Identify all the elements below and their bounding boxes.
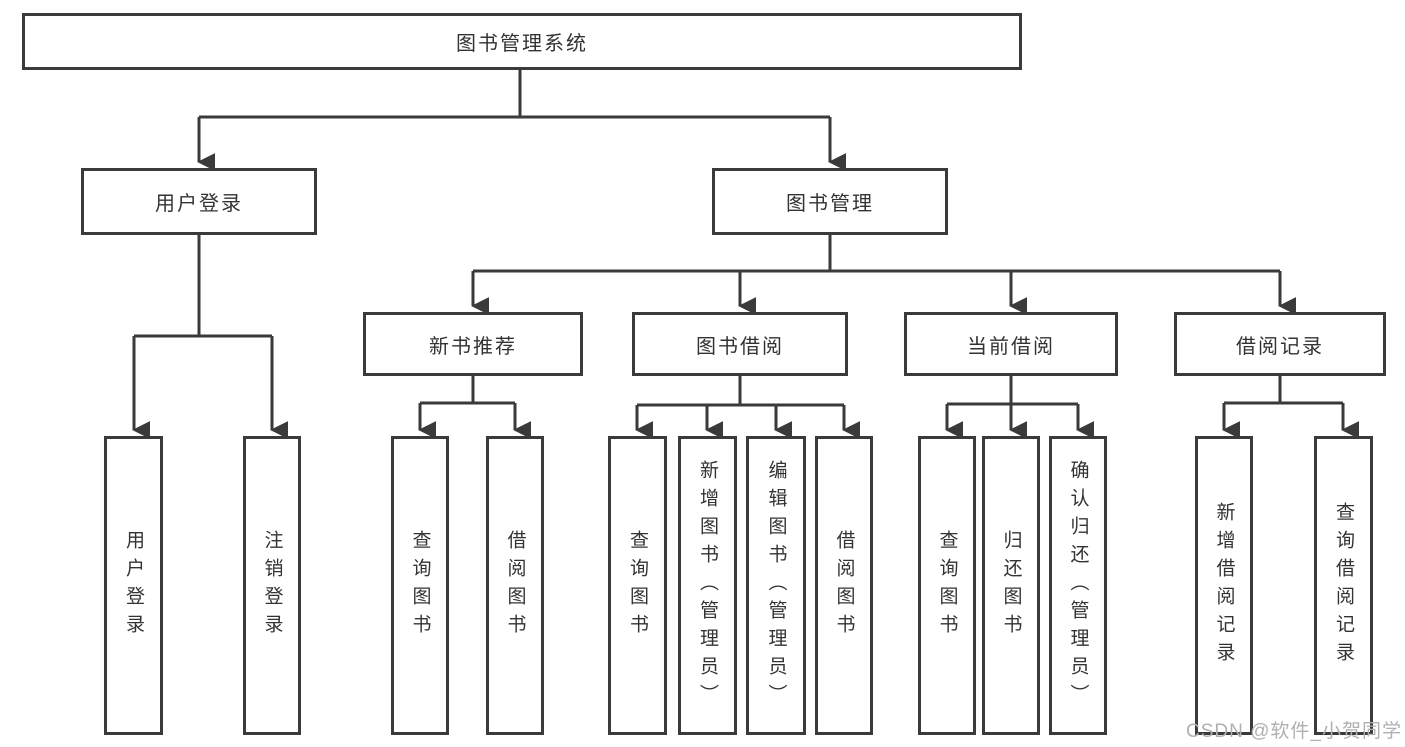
- node-borrow-books-label: 借阅图书: [833, 529, 855, 642]
- node-new-book-recommend-label: 新书推荐: [429, 335, 517, 358]
- node-add-borrow-record: 新增借阅记录: [1195, 436, 1253, 735]
- node-new-book-recommend: 新书推荐: [363, 312, 583, 376]
- node-borrow-books: 借阅图书: [815, 436, 873, 735]
- node-return-books-label: 归还图书: [1000, 529, 1022, 642]
- node-confirm-return-admin-label: 确认归还（管理员）: [1067, 459, 1089, 712]
- node-book-management: 图书管理: [712, 168, 948, 235]
- node-newrec-search-books: 查询图书: [391, 436, 449, 735]
- node-user-login-label: 用户登录: [155, 193, 243, 215]
- node-book-borrowing: 图书借阅: [632, 312, 848, 376]
- node-search-borrow-record: 查询借阅记录: [1314, 436, 1373, 735]
- node-newrec-borrow-books-label: 借阅图书: [504, 529, 526, 642]
- node-root: 图书管理系统: [22, 13, 1022, 70]
- node-root-label: 图书管理系统: [456, 33, 588, 55]
- node-book-management-label: 图书管理: [786, 193, 874, 215]
- node-current-borrowing: 当前借阅: [904, 312, 1118, 376]
- node-book-borrowing-label: 图书借阅: [696, 335, 784, 358]
- node-user-login-action: 用户登录: [104, 436, 163, 735]
- node-borrowing-records: 借阅记录: [1174, 312, 1386, 376]
- csdn-watermark: CSDN @软件_小贺同学: [1186, 721, 1402, 742]
- node-borrow-search-books: 查询图书: [608, 436, 667, 735]
- node-newrec-borrow-books: 借阅图书: [486, 436, 544, 735]
- node-edit-books-admin-label: 编辑图书（管理员）: [765, 459, 787, 712]
- node-user-login: 用户登录: [81, 168, 317, 235]
- node-newrec-search-books-label: 查询图书: [409, 529, 431, 642]
- node-logout: 注销登录: [243, 436, 301, 735]
- node-borrowing-records-label: 借阅记录: [1236, 335, 1324, 358]
- node-confirm-return-admin: 确认归还（管理员）: [1049, 436, 1107, 735]
- node-borrow-search-books-label: 查询图书: [627, 529, 648, 642]
- node-current-search-books: 查询图书: [918, 436, 976, 735]
- node-edit-books-admin: 编辑图书（管理员）: [746, 436, 806, 735]
- node-current-borrowing-label: 当前借阅: [967, 335, 1055, 358]
- node-current-search-books-label: 查询图书: [936, 529, 958, 642]
- node-add-books-admin-label: 新增图书（管理员）: [697, 459, 718, 712]
- node-search-borrow-record-label: 查询借阅记录: [1333, 501, 1354, 670]
- node-user-login-action-label: 用户登录: [123, 529, 144, 642]
- node-logout-label: 注销登录: [261, 529, 283, 642]
- node-return-books: 归还图书: [982, 436, 1040, 735]
- node-add-books-admin: 新增图书（管理员）: [678, 436, 737, 735]
- node-add-borrow-record-label: 新增借阅记录: [1213, 501, 1235, 670]
